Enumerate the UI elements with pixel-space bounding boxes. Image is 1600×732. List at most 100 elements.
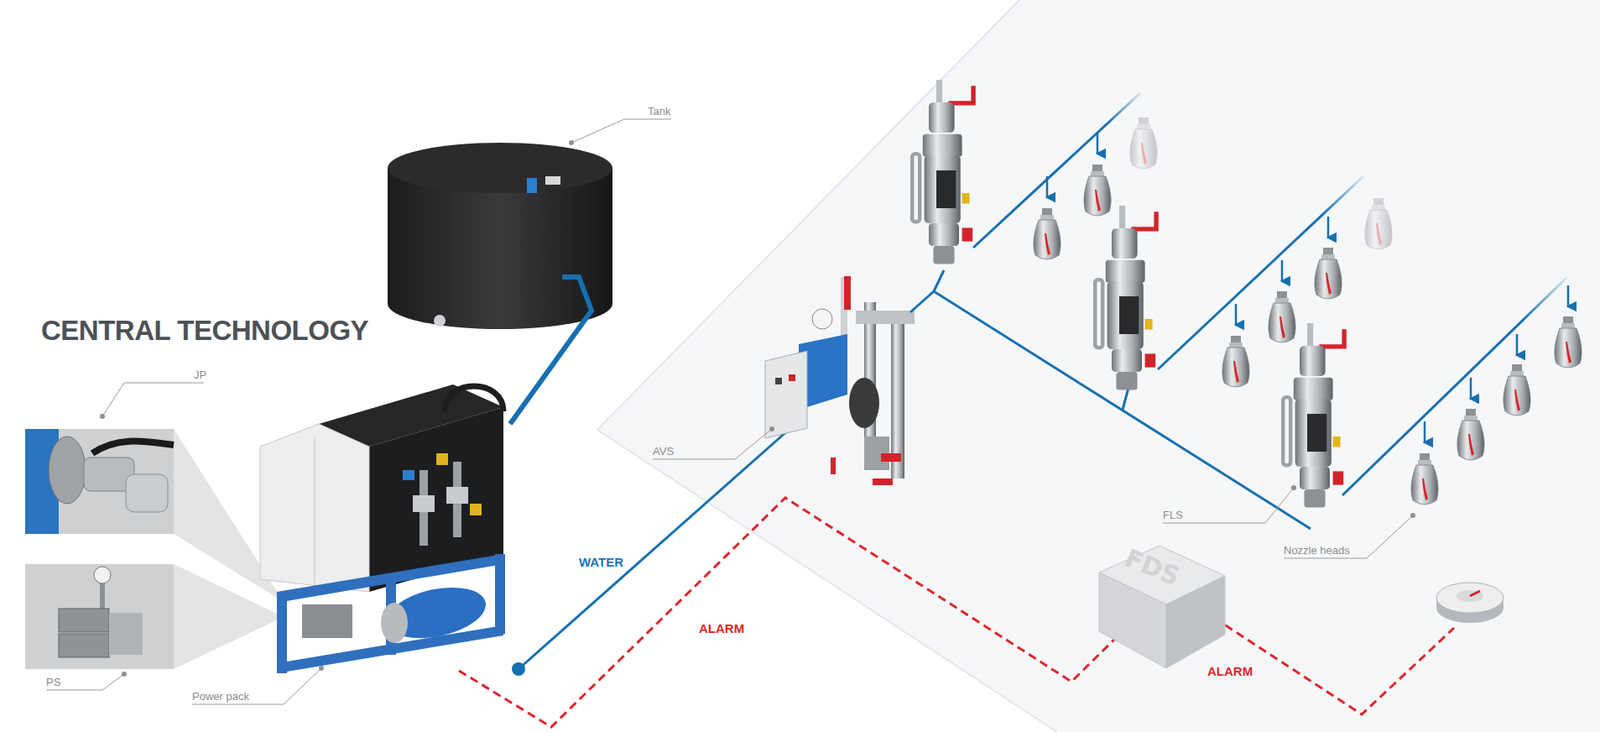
nozzle-heads [1033, 117, 1582, 505]
tank-valve [433, 314, 446, 327]
branch-pipe [1157, 176, 1364, 370]
avs-illustration [765, 276, 915, 485]
cabinet-door [314, 436, 316, 586]
line-label: ALARM [698, 620, 745, 636]
pack-fittings-part [469, 503, 482, 516]
power-pack-illustration [260, 384, 506, 673]
leader-lines-part [46, 673, 125, 690]
pipework [910, 92, 1568, 529]
avs-pipe [855, 310, 915, 324]
flow-arrows-part [1096, 132, 1100, 154]
leader-dots-part [769, 426, 775, 432]
pump-body [125, 474, 168, 512]
nozzle [1084, 164, 1111, 216]
avs-gauge [812, 308, 833, 329]
branch-pipe [1342, 276, 1568, 496]
nozzle [1457, 408, 1485, 460]
nozzle [1365, 198, 1392, 250]
gauge [93, 566, 111, 584]
leader-lines-part [1283, 515, 1413, 558]
leader-lines-part [102, 382, 204, 417]
part-label: FLS [1162, 508, 1184, 522]
leader-dots-part [99, 413, 105, 419]
fls-valve [1282, 323, 1347, 508]
leader-dots-part [1410, 512, 1416, 518]
part-label: PS [46, 675, 61, 688]
body [109, 612, 143, 655]
cube-right [1166, 575, 1225, 668]
leader-lines-part [652, 428, 772, 459]
nozzle [1268, 291, 1296, 343]
flow-arrows-part [1469, 377, 1473, 399]
hose [92, 441, 174, 454]
flow-arrows-part [1046, 176, 1049, 198]
part-label: AVS [652, 444, 674, 458]
supply-pipe [510, 276, 592, 424]
inset-frame [25, 563, 174, 669]
flow-arrows-part [1423, 421, 1427, 443]
tank-illustration [387, 142, 613, 424]
pack-hose [444, 385, 504, 412]
leader-lines [46, 119, 1413, 704]
detector-top [1436, 582, 1504, 613]
leader-dots-part [1291, 484, 1297, 490]
avs-pump [849, 377, 880, 428]
tank-top [387, 142, 613, 193]
flow-arrows-part [1516, 333, 1519, 355]
pump-unit [302, 604, 353, 638]
pack-fittings [402, 453, 482, 546]
leader-dots-part [568, 140, 574, 146]
frame-post [495, 553, 506, 634]
nozzle [1554, 316, 1582, 368]
stem [99, 583, 105, 609]
avs-handle [830, 457, 836, 475]
nozzle [1314, 247, 1342, 299]
nozzle [1130, 117, 1158, 169]
nozzle [1411, 453, 1439, 505]
water-line [518, 429, 789, 669]
switch [58, 633, 110, 657]
detector-led [1469, 590, 1481, 596]
riser-pipe [933, 270, 944, 292]
part-label: Power pack [192, 689, 250, 703]
water-inlet [511, 661, 526, 676]
nozzle [1222, 335, 1250, 387]
flange [48, 436, 86, 504]
pump-head [380, 602, 408, 643]
avs-control-box [765, 350, 808, 438]
avs-handle [844, 276, 851, 310]
nozzle [1503, 364, 1531, 416]
flow-arrows-part [1235, 303, 1238, 325]
leader-lines-part [192, 667, 322, 704]
avs-handle [880, 453, 902, 462]
flow-arrows-part [1327, 216, 1330, 238]
part-label: JP [193, 368, 207, 381]
pack-fittings-part [412, 495, 435, 512]
detector-center [1456, 589, 1484, 602]
floor-plane [597, 0, 1600, 732]
pack-fittings-part [446, 486, 469, 504]
leader-dots [99, 140, 1416, 677]
cube-left [1099, 572, 1167, 668]
diagram-title: CENTRAL TECHNOLOGY [41, 314, 369, 347]
part-label: Nozzle heads [1283, 543, 1350, 557]
line-label: ALARM [1207, 663, 1253, 678]
ps-inset [25, 563, 174, 669]
leader-lines-part [571, 119, 672, 143]
pack-fittings-part [402, 469, 415, 480]
switch [58, 608, 110, 632]
line-label: WATER [578, 554, 624, 569]
frame-post [276, 591, 287, 673]
plane-edge [597, 0, 1058, 732]
riser-pipe [1122, 387, 1129, 410]
avs-handle [872, 478, 893, 485]
alarm-line [458, 497, 1123, 727]
flow-arrows-part [1281, 260, 1284, 282]
flow-arrows [1047, 132, 1569, 443]
jp-inset [25, 428, 174, 534]
fls-valve [912, 79, 976, 265]
leader-dots-part [121, 671, 127, 677]
leader-lines-part [1162, 487, 1294, 523]
